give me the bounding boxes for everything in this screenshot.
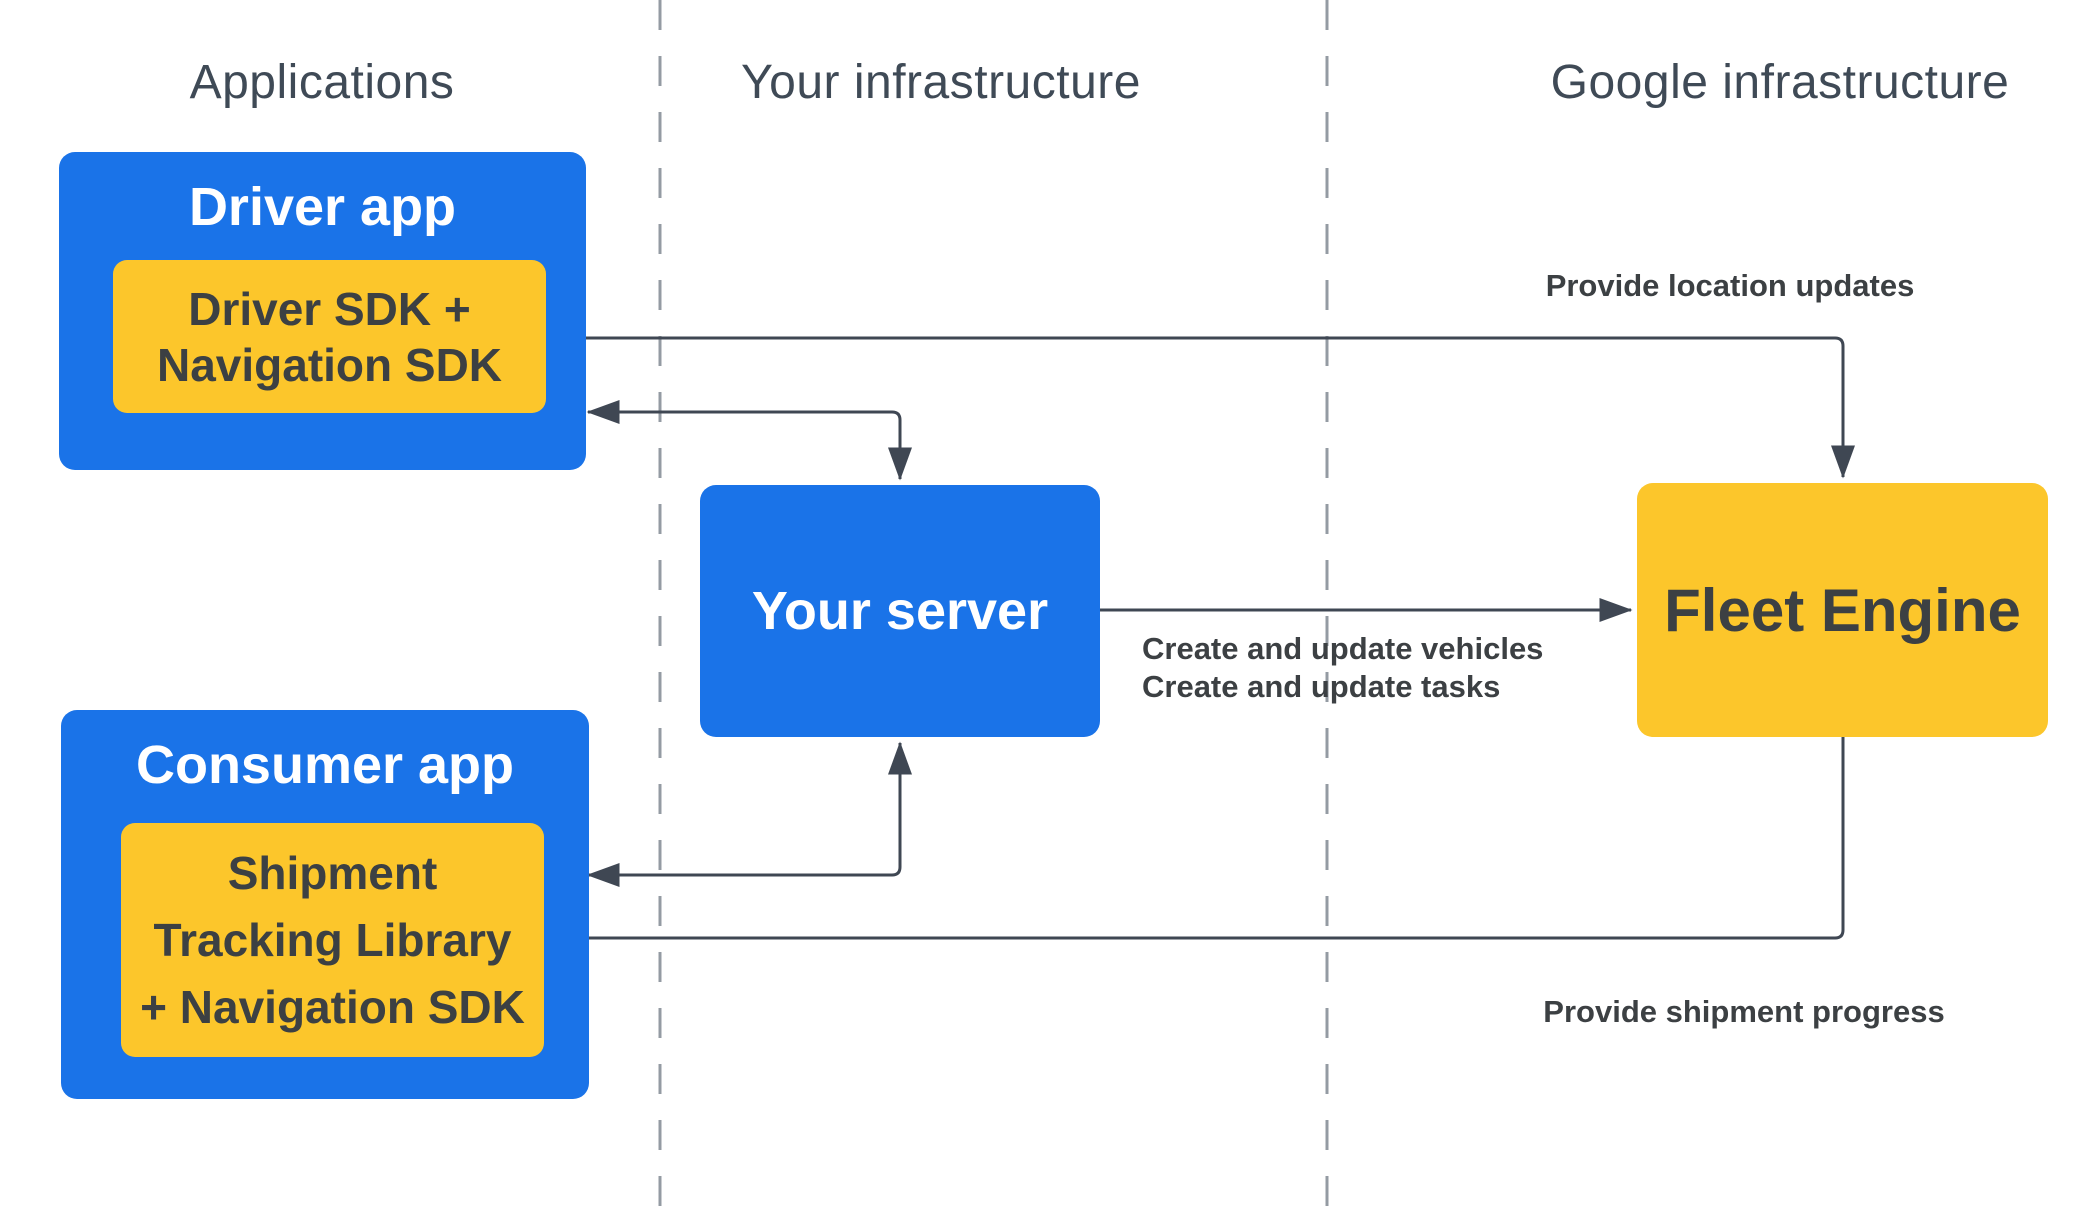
consumer-app-title: Consumer app [135,735,515,795]
label-create-update: Create and update vehicles Create and up… [1142,630,1543,706]
driver-sdk-line1: Driver SDK + [188,282,471,335]
label-provide-shipment-progress: Provide shipment progress [1543,994,1945,1029]
arrow-consumer-app-your-server [586,741,912,887]
column-header-your-infrastructure: Your infrastructure [741,56,1141,109]
column-header-applications: Applications [189,56,455,109]
shipment-tracking-library-box: Shipment Tracking Library + Navigation S… [121,823,544,1057]
fleet-engine-title: Fleet Engine [1664,576,2021,644]
label-provide-location-updates: Provide location updates [1545,268,1915,303]
your-server-box: Your server [700,485,1100,737]
shipment-lib-line2: Tracking Library [153,913,512,966]
fleet-engine-box: Fleet Engine [1637,483,2048,737]
arrow-location-updates [546,326,1855,479]
label-create-update-vehicles: Create and update vehicles [1142,631,1544,666]
driver-app-title: Driver app [188,177,457,237]
your-server-title: Your server [751,581,1049,641]
shipment-lib-line1: Shipment [227,846,438,899]
driver-sdk-line2: Navigation SDK [156,338,503,391]
arrow-driver-app-your-server [586,400,912,481]
driver-app-box: Driver app Driver SDK + Navigation SDK [59,152,586,470]
column-header-google-infrastructure: Google infrastructure [1550,56,2010,109]
consumer-app-box: Consumer app Shipment Tracking Library +… [61,710,589,1099]
label-create-update-tasks: Create and update tasks [1142,669,1501,704]
shipment-lib-line3: + Navigation SDK [140,980,525,1033]
arrow-shipment-progress [547,737,1845,950]
driver-sdk-box: Driver SDK + Navigation SDK [113,260,546,413]
